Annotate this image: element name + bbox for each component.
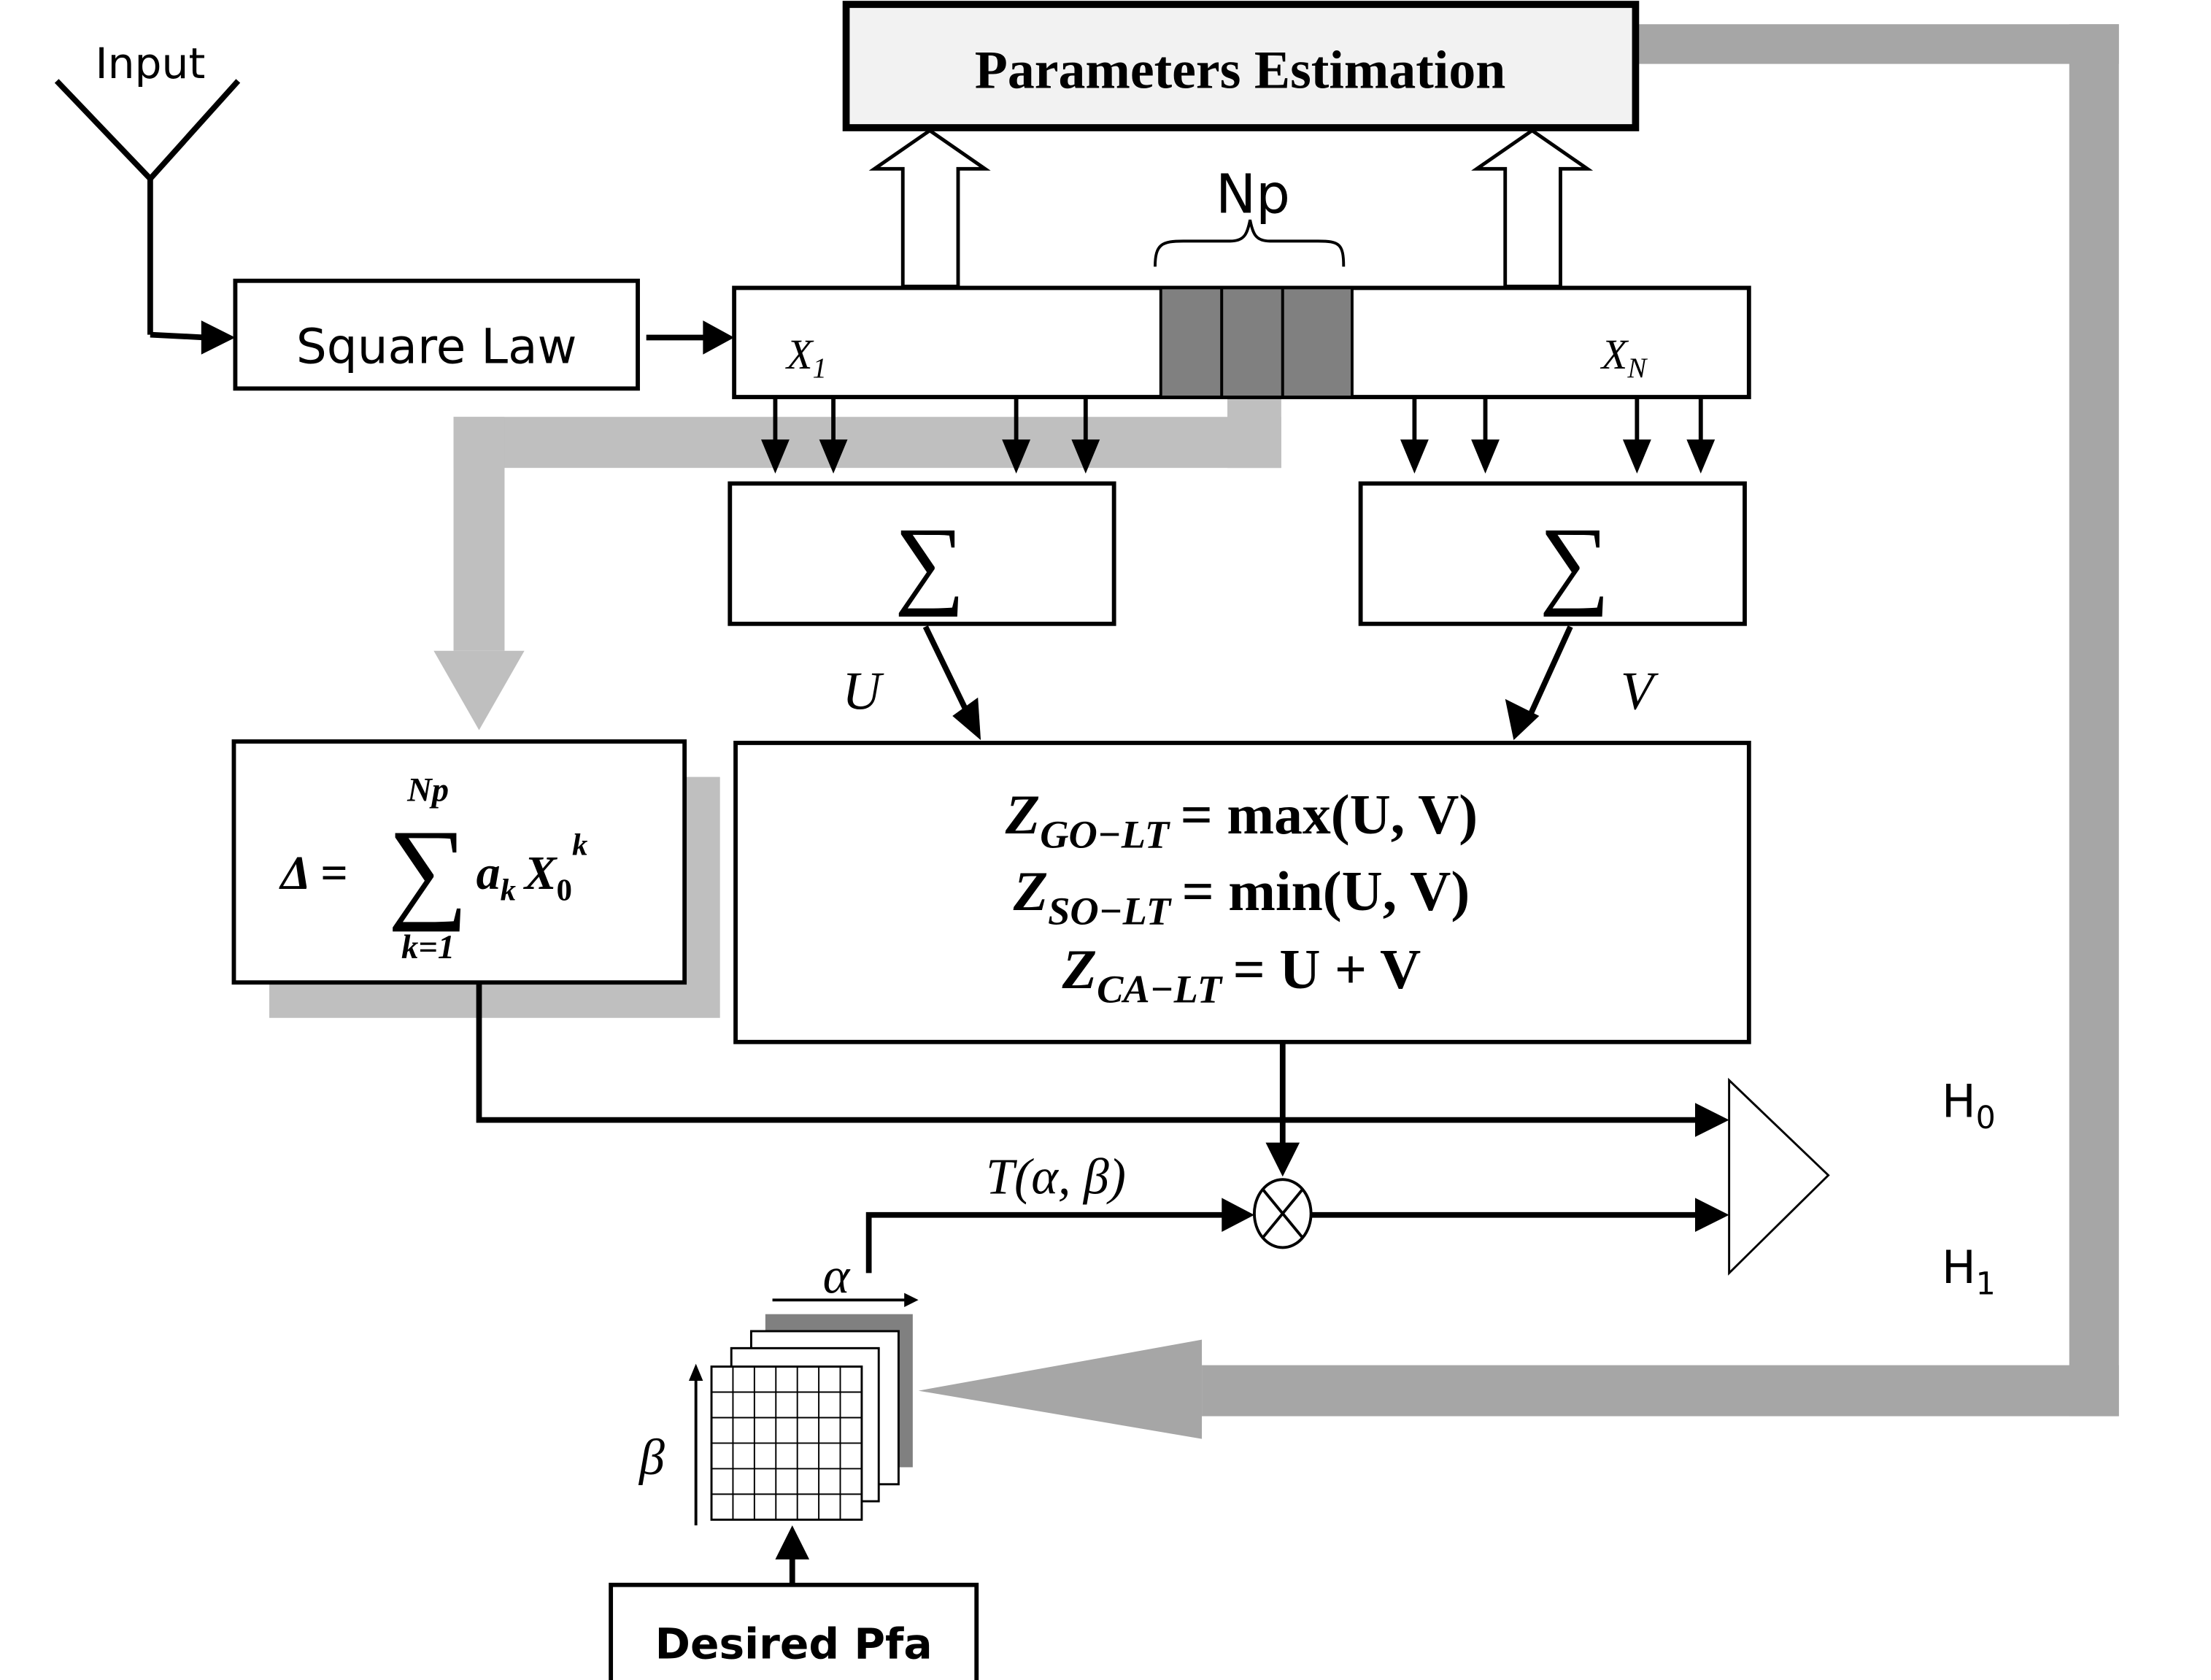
np-brace — [1154, 219, 1346, 267]
hollow-arrow-right — [1471, 128, 1594, 288]
v-label: V — [1621, 660, 1659, 720]
stat-ca: ZCA−LT= U + V — [1062, 938, 1421, 1011]
tap-arrow-head — [1471, 439, 1500, 474]
desired-pfa-block — [609, 1582, 979, 1680]
alpha-label: α — [823, 1249, 851, 1305]
sum-block-v — [1358, 481, 1747, 626]
hollow-arrow-left — [868, 128, 991, 288]
parameters-estimation-block — [842, 1, 1640, 131]
beta-label: β — [638, 1430, 665, 1486]
statistic-block — [733, 741, 1751, 1044]
square-law-label: Square Law — [296, 318, 577, 374]
sum-symbol-u: ∑ — [895, 508, 965, 617]
tap-arrow-head — [1686, 439, 1716, 474]
tap-arrow-head — [819, 439, 848, 474]
tap-arrow-head — [1400, 439, 1429, 474]
tap-arrow-head — [1071, 439, 1100, 474]
desired-pfa-label: Desired Pfa — [655, 1619, 933, 1669]
square-law-block — [233, 278, 640, 391]
multiplier-icon — [1253, 1178, 1313, 1249]
stat-go: ZGO−LT= max(U, V) — [1005, 783, 1478, 856]
cell-x1-label: X1 — [785, 331, 827, 384]
np-path — [433, 397, 1281, 731]
comparator-icon — [1728, 1077, 1830, 1276]
svg-text:Δ =: Δ = — [279, 847, 348, 900]
sum-block-u — [728, 481, 1116, 626]
threshold-label: T(α, β) — [986, 1149, 1126, 1206]
np-cells — [1159, 286, 1354, 398]
antenna-icon — [54, 79, 241, 355]
stat-so: ZSO−LT= min(U, V) — [1013, 860, 1470, 933]
u-label: U — [842, 660, 884, 720]
feedback-path — [918, 24, 2119, 1439]
lookup-table-icon — [710, 1314, 913, 1521]
statistics-formulas: ZGO−LT= max(U, V) ZSO−LT= min(U, V) ZCA−… — [1005, 783, 1478, 1011]
tap-arrow-head — [1622, 439, 1651, 474]
cell-xn-label: XN — [1600, 331, 1648, 384]
h0-label: H0 — [1942, 1075, 1996, 1137]
parameters-estimation-label: Parameters Estimation — [975, 40, 1506, 100]
h1-label: H1 — [1942, 1241, 1996, 1303]
tap-arrow-head — [761, 439, 790, 474]
sum-symbol-v: ∑ — [1539, 508, 1610, 617]
tap-arrows — [761, 397, 1716, 474]
svg-text:Np: Np — [406, 771, 449, 809]
input-label: Input — [95, 39, 205, 88]
tap-arrow-head — [1002, 439, 1031, 474]
np-label: Np — [1216, 163, 1290, 226]
svg-text:∑: ∑ — [387, 806, 468, 932]
delta-block — [231, 739, 687, 985]
svg-text:k=1: k=1 — [401, 928, 455, 966]
